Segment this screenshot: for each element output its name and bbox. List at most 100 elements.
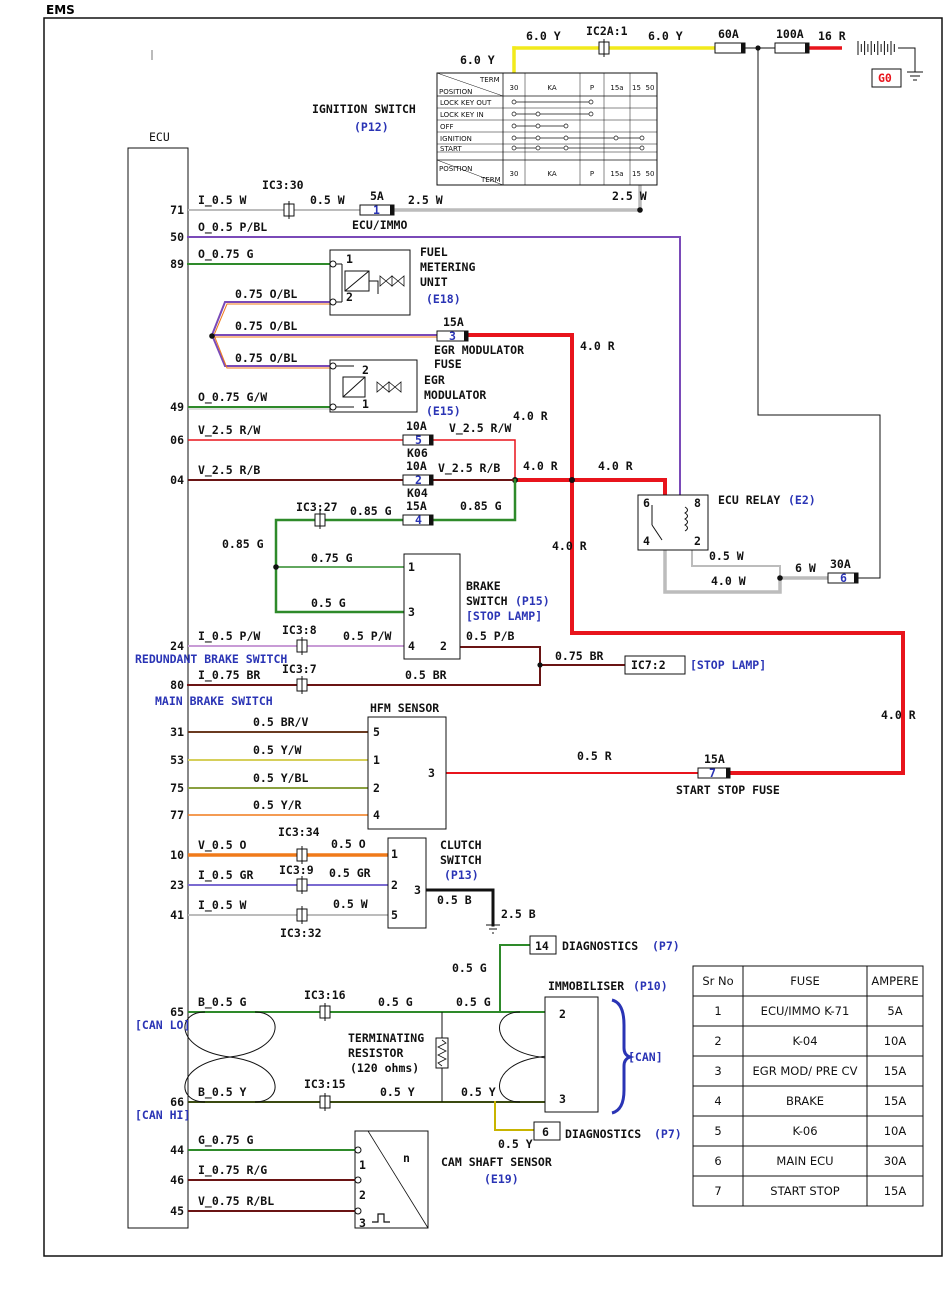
brake-pin-2: 2 bbox=[440, 639, 447, 653]
battery-plates bbox=[857, 41, 895, 55]
fuse-4-number: 4 bbox=[415, 513, 422, 527]
ecu-wire-label-10: V_0.5 O bbox=[198, 838, 247, 853]
wire-label-4w: 4.0 W bbox=[711, 574, 746, 588]
ecu-pin-75: 75 bbox=[170, 781, 184, 795]
ecu-wire-label-53: 0.5 Y/W bbox=[253, 743, 302, 757]
wire-label-25b: 2.5 B bbox=[501, 907, 536, 921]
clutch-line1: CLUTCH bbox=[440, 838, 482, 852]
fuse-table-header: AMPERE bbox=[871, 974, 918, 988]
fuse-table-cell: 10A bbox=[884, 1034, 907, 1048]
ecu-wire-label-31: 0.5 BR/V bbox=[253, 715, 308, 729]
wire-diag14 bbox=[499, 944, 531, 1013]
relay-pin-4: 4 bbox=[643, 534, 650, 548]
fuse-1: 1 5A ECU/IMMO bbox=[352, 189, 407, 232]
fuse-table-cell: 1 bbox=[714, 1004, 721, 1018]
stop-lamp-label: [STOP LAMP] bbox=[690, 658, 766, 672]
ecu-pin-50: 50 bbox=[170, 230, 184, 244]
cam-n: n bbox=[403, 1151, 410, 1165]
battery-symbol: G0 bbox=[857, 41, 923, 88]
diag14-pin: 14 bbox=[535, 939, 549, 953]
fuel-line1: FUEL bbox=[420, 245, 448, 259]
fuse-3: 3 15A bbox=[436, 315, 469, 343]
fuse-100a: 100A bbox=[774, 27, 810, 54]
ign-col-bottom-4: 15 bbox=[632, 170, 641, 178]
ecu-pin-66: 66 bbox=[170, 1095, 184, 1109]
ign-row-1: LOCK KEY IN bbox=[440, 111, 484, 119]
wire-label-05y-can2: 0.5 Y bbox=[461, 1085, 496, 1099]
ecu-wire-label-49: O_0.75 G/W bbox=[198, 390, 267, 405]
wire-label-pw: 0.5 P/W bbox=[343, 629, 392, 643]
brake-line1: BRAKE bbox=[466, 579, 501, 593]
clutch-switch: 1 2 5 3 CLUTCH SWITCH (P13) bbox=[387, 837, 500, 934]
connector-label-ic2a_1: IC2A:1 bbox=[586, 24, 628, 38]
ign-col-bottom-1: KA bbox=[547, 170, 556, 178]
diagnostics-14: 14 DIAGNOSTICS (P7) bbox=[529, 935, 680, 955]
wire-label-4r-d: 4.0 R bbox=[598, 459, 633, 473]
wire-4r-main bbox=[466, 333, 905, 775]
pulse-icon bbox=[372, 1213, 390, 1223]
page-title: EMS bbox=[46, 3, 75, 17]
wire-label-05g-diag: 0.5 G bbox=[452, 961, 487, 975]
relay-pin-6: 6 bbox=[643, 496, 650, 510]
ign-row-4: START bbox=[440, 145, 462, 153]
ign-col-4: 15 bbox=[632, 84, 641, 92]
ign-term-label: TERM bbox=[479, 76, 500, 84]
wire-label-05y-diag: 0.5 Y bbox=[498, 1137, 533, 1151]
wire-label-4r-e: 4.0 R bbox=[552, 539, 587, 553]
ign-col-1: KA bbox=[547, 84, 556, 92]
egr-line2: MODULATOR bbox=[424, 388, 486, 402]
wire-label-05w-relay: 0.5 W bbox=[709, 549, 744, 563]
terminating-resistor: TERMINATING RESISTOR (120 ohms) bbox=[348, 1031, 449, 1075]
fuse-table-cell: EGR MOD/ PRE CV bbox=[753, 1064, 858, 1078]
fuse-60a: 60A bbox=[714, 27, 746, 54]
ecu-pin-80: 80 bbox=[170, 678, 184, 692]
ecu-wire-label-71: I_0.5 W bbox=[198, 193, 247, 208]
ecu-wire-label-06: V_2.5 R/W bbox=[198, 423, 260, 438]
wire-05w bbox=[691, 549, 781, 579]
ecu-pin-65: 65 bbox=[170, 1005, 184, 1019]
fuse-7-rating: 15A bbox=[704, 752, 725, 766]
hfm-title: HFM SENSOR bbox=[370, 701, 439, 715]
ecu-wire-label-24: I_0.5 P/W bbox=[198, 629, 260, 644]
ecu-wire-label-04: V_2.5 R/B bbox=[198, 463, 260, 478]
brake-ref: (P15) bbox=[515, 594, 550, 608]
wire-label-25w-b: 2.5 W bbox=[612, 189, 647, 203]
wire-rw-out bbox=[432, 439, 516, 481]
fuel-pin-1: 1 bbox=[346, 252, 353, 266]
clutch-pin-5: 5 bbox=[391, 908, 398, 922]
connector-markers: IC2A:1IC3:30IC3:27IC3:8IC3:7IC3:34IC3:9I… bbox=[262, 24, 628, 1111]
wire-label-05r: 0.5 R bbox=[577, 749, 612, 763]
ecu-pin-06: 06 bbox=[170, 433, 184, 447]
fuel-ref: (E18) bbox=[426, 292, 461, 306]
fuse-1-rating: 5A bbox=[370, 189, 384, 203]
ecu-wire-label-77: 0.5 Y/R bbox=[253, 798, 302, 812]
ign-title: IGNITION SWITCH bbox=[312, 102, 416, 116]
cam-pin-3: 3 bbox=[359, 1216, 366, 1230]
wire-label-05g-can1: 0.5 G bbox=[378, 995, 413, 1009]
fuse-table-cell: 3 bbox=[714, 1064, 721, 1078]
cam-ref: (E19) bbox=[484, 1172, 519, 1186]
term-line2: RESISTOR bbox=[348, 1046, 403, 1060]
junction-stop bbox=[537, 662, 543, 668]
ecu-pin-24: 24 bbox=[170, 639, 184, 653]
ign-row-0: LOCK KEY OUT bbox=[440, 99, 492, 107]
ecu-wire-label-65: B_0.5 G bbox=[198, 995, 247, 1010]
ecu-pin-49: 49 bbox=[170, 400, 184, 414]
fuse-table-cell: MAIN ECU bbox=[776, 1154, 833, 1168]
cam-title: CAM SHAFT SENSOR bbox=[441, 1155, 552, 1169]
redundant-brake-label: REDUNDANT BRAKE SWITCH bbox=[135, 652, 287, 666]
brake-pin-1: 1 bbox=[408, 560, 415, 574]
clutch-pin-3: 3 bbox=[414, 883, 421, 897]
wire-085g-fuse bbox=[431, 478, 517, 522]
fuse-table-cell: 2 bbox=[714, 1034, 721, 1048]
fuse-table-cell: 15A bbox=[884, 1064, 907, 1078]
battery-label: G0 bbox=[878, 71, 892, 85]
wire-clutch-ground bbox=[424, 888, 495, 927]
wire-label-6y-right: 6.0 Y bbox=[648, 29, 683, 43]
fuel-line3: UNIT bbox=[420, 275, 448, 289]
ignition-switch-table bbox=[436, 72, 658, 186]
egr-fuse-line1: EGR MODULATOR bbox=[434, 343, 524, 357]
clutch-pin-1: 1 bbox=[391, 847, 398, 861]
